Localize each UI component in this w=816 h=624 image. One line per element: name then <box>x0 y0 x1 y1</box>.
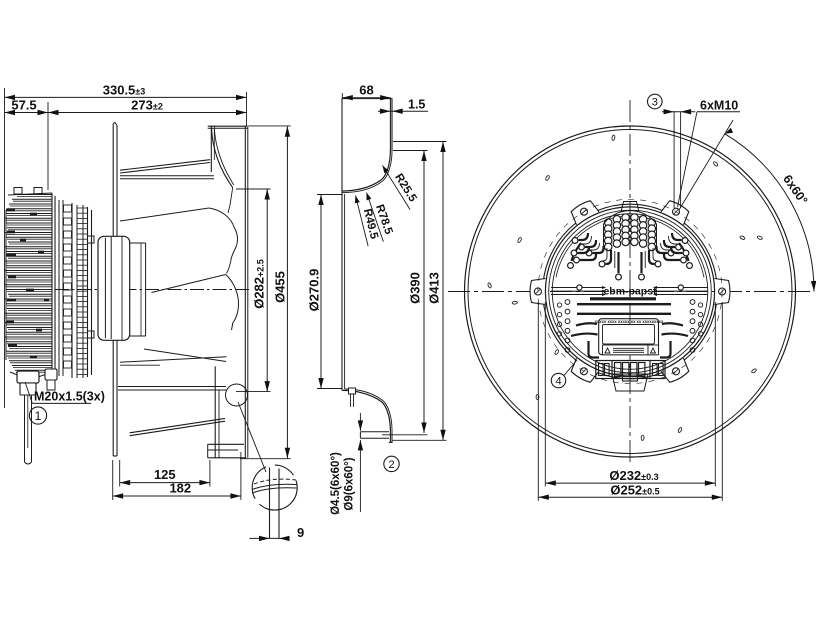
svg-text:1: 1 <box>35 409 42 423</box>
svg-text:Ø270.9: Ø270.9 <box>307 269 322 312</box>
svg-text:125: 125 <box>154 467 176 482</box>
svg-text:57.5: 57.5 <box>11 98 36 113</box>
svg-text:Ø455: Ø455 <box>273 271 288 303</box>
svg-text:ebm-papst: ebm-papst <box>603 286 657 298</box>
svg-text:Ø9(6x60°): Ø9(6x60°) <box>344 457 356 510</box>
svg-text:M20x1.5(3x): M20x1.5(3x) <box>34 390 105 404</box>
svg-text:182: 182 <box>169 481 191 496</box>
svg-text:Ø232±0.3: Ø232±0.3 <box>609 468 658 483</box>
svg-text:68: 68 <box>359 83 373 98</box>
svg-text:330.5±3: 330.5±3 <box>103 83 146 98</box>
svg-text:2: 2 <box>388 459 394 471</box>
svg-text:xxxxx xxxx xxxxx xx xx xxxxxxx: xxxxx xxxx xxxxx xx xx xxxxxxxxx <box>595 319 664 324</box>
svg-text:Ø413: Ø413 <box>427 272 442 304</box>
svg-text:1.5: 1.5 <box>408 98 425 112</box>
svg-text:Ø390: Ø390 <box>408 272 423 304</box>
svg-text:R25.5: R25.5 <box>392 172 419 205</box>
svg-text:Ø4.5(6x60°): Ø4.5(6x60°) <box>330 452 342 515</box>
svg-text:9: 9 <box>297 525 304 540</box>
svg-text:Ø282+2.5: Ø282+2.5 <box>252 259 267 309</box>
svg-text:4: 4 <box>555 375 561 387</box>
svg-text:273±2: 273±2 <box>131 98 163 113</box>
svg-text:6xM10: 6xM10 <box>700 99 738 113</box>
svg-text:Ø252±0.5: Ø252±0.5 <box>610 483 659 498</box>
svg-text:3: 3 <box>652 96 658 108</box>
svg-text:6x60°: 6x60° <box>780 172 810 207</box>
